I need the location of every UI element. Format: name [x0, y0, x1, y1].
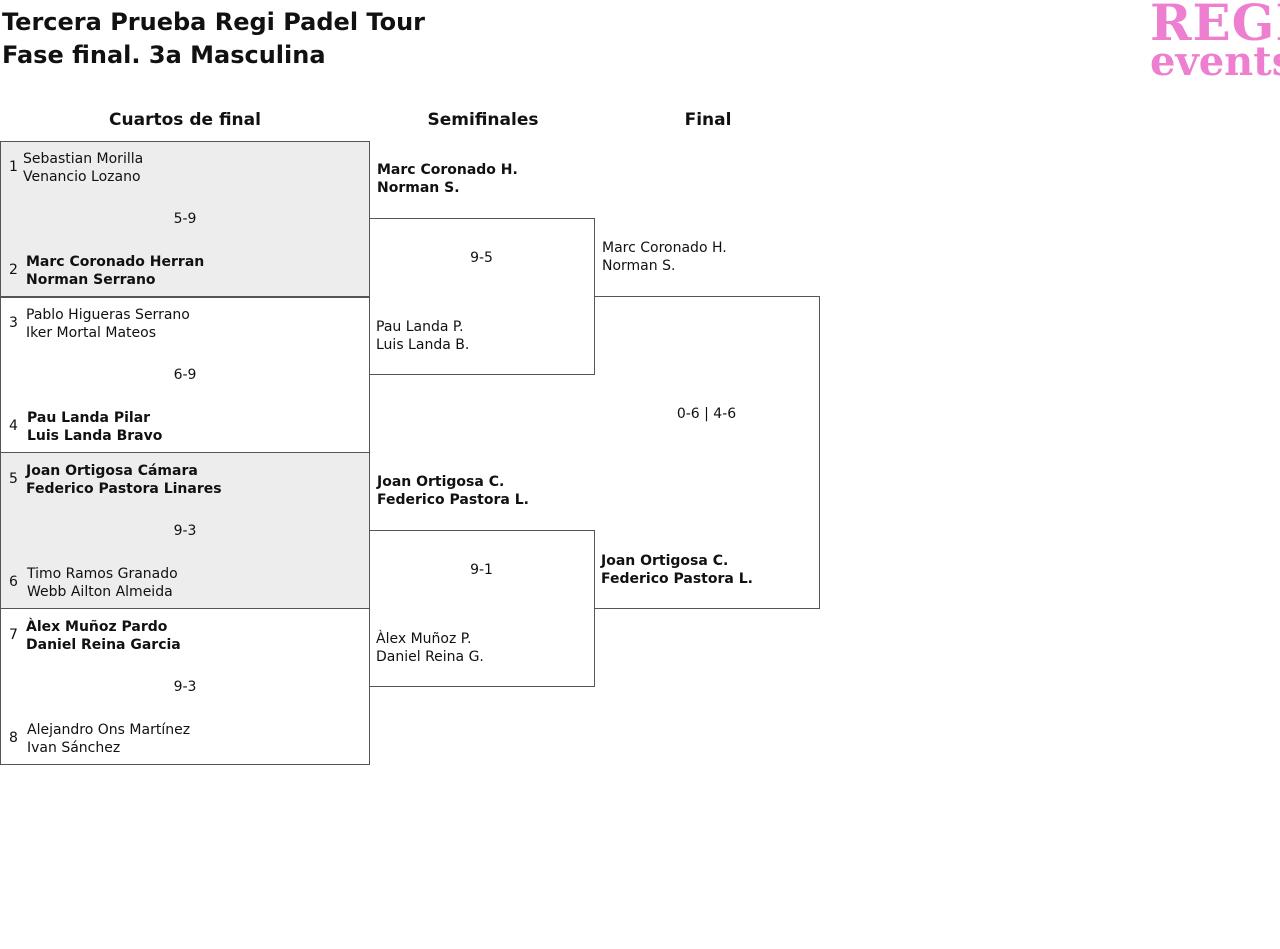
- final-team-entry-winner: Joan Ortigosa C. Federico Pastora L.: [601, 552, 753, 588]
- semifinal-team-entry: Àlex Muñoz P. Daniel Reina G.: [376, 630, 484, 666]
- team-entry-winner: Pau Landa Pilar Luis Landa Bravo: [27, 409, 162, 445]
- match-score: 9-5: [470, 250, 493, 266]
- quarterfinal-match-1: 1 Sebastian Morilla Venancio Lozano 5-9 …: [0, 141, 370, 298]
- column-heading-quarterfinals: Cuartos de final: [109, 110, 261, 130]
- player-name: Norman Serrano: [26, 272, 156, 288]
- player-name: Ivan Sánchez: [27, 740, 121, 756]
- team-entry-winner: Joan Ortigosa Cámara Federico Pastora Li…: [26, 462, 222, 498]
- regi-events-logo: REGI events: [1150, 0, 1280, 85]
- player-name: Venancio Lozano: [23, 169, 141, 185]
- seed-number: 4: [9, 418, 18, 434]
- team-entry: Timo Ramos Granado Webb Ailton Almeida: [27, 565, 178, 601]
- player-name: Marc Coronado Herran: [26, 254, 205, 270]
- player-name: Norman S.: [602, 258, 676, 274]
- player-name: Joan Ortigosa C.: [601, 553, 729, 569]
- player-name: Marc Coronado H.: [602, 240, 727, 256]
- player-name: Sebastian Morilla: [23, 151, 144, 167]
- final-team-entry: Marc Coronado H. Norman S.: [602, 239, 727, 275]
- player-name: Federico Pastora Linares: [26, 481, 222, 497]
- quarterfinal-match-2: 3 Pablo Higueras Serrano Iker Mortal Mat…: [0, 296, 370, 453]
- match-score: 9-1: [470, 562, 493, 578]
- seed-number: 8: [9, 730, 18, 746]
- player-name: Pau Landa Pilar: [27, 410, 151, 426]
- team-entry: Sebastian Morilla Venancio Lozano: [23, 150, 143, 186]
- match-score: 5-9: [173, 211, 197, 227]
- player-name: Federico Pastora L.: [601, 571, 753, 587]
- player-name: Daniel Reina Garcia: [26, 637, 181, 653]
- logo-text-events: events: [1150, 38, 1280, 85]
- seed-number: 1: [9, 159, 18, 175]
- player-name: Pau Landa P.: [376, 319, 464, 335]
- final-match: 0-6 | 4-6 Joan Ortigosa C. Federico Past…: [594, 296, 820, 609]
- seed-number: 3: [9, 315, 18, 331]
- semifinal-match-1: 9-5 Pau Landa P. Luis Landa B.: [369, 218, 595, 375]
- seed-number: 5: [9, 471, 18, 487]
- seed-number: 7: [9, 627, 18, 643]
- player-name: Joan Ortigosa Cámara: [26, 463, 198, 479]
- player-name: Federico Pastora L.: [377, 492, 529, 508]
- player-name: Àlex Muñoz Pardo: [26, 619, 168, 635]
- quarterfinal-match-3: 5 Joan Ortigosa Cámara Federico Pastora …: [0, 452, 370, 609]
- player-name: Luis Landa Bravo: [27, 428, 163, 444]
- semifinal-match-2: 9-1 Àlex Muñoz P. Daniel Reina G.: [369, 530, 595, 687]
- team-entry: Alejandro Ons Martínez Ivan Sánchez: [27, 721, 190, 757]
- match-score: 9-3: [173, 679, 197, 695]
- semifinal-team-entry-winner: Marc Coronado H. Norman S.: [377, 161, 518, 197]
- team-entry-winner: Marc Coronado Herran Norman Serrano: [26, 253, 204, 289]
- player-name: Norman S.: [377, 180, 460, 196]
- player-name: Webb Ailton Almeida: [27, 584, 173, 600]
- page-title: Tercera Prueba Regi Padel Tour: [2, 8, 425, 36]
- column-heading-semifinals: Semifinales: [427, 110, 539, 130]
- semifinal-team-entry: Pau Landa P. Luis Landa B.: [376, 318, 469, 354]
- team-entry: Pablo Higueras Serrano Iker Mortal Mateo…: [26, 306, 190, 342]
- seed-number: 2: [9, 262, 18, 278]
- logo-text-regi: REGI: [1150, 0, 1280, 52]
- quarterfinal-match-4: 7 Àlex Muñoz Pardo Daniel Reina Garcia 9…: [0, 608, 370, 765]
- match-score: 9-3: [173, 523, 197, 539]
- player-name: Alejandro Ons Martínez: [27, 722, 191, 738]
- player-name: Daniel Reina G.: [376, 649, 484, 665]
- page-subtitle: Fase final. 3a Masculina: [2, 41, 326, 69]
- team-entry-winner: Àlex Muñoz Pardo Daniel Reina Garcia: [26, 618, 181, 654]
- seed-number: 6: [9, 574, 18, 590]
- player-name: Luis Landa B.: [376, 337, 470, 353]
- semifinal-team-entry-winner: Joan Ortigosa C. Federico Pastora L.: [377, 473, 529, 509]
- player-name: Marc Coronado H.: [377, 162, 518, 178]
- player-name: Àlex Muñoz P.: [376, 631, 472, 647]
- match-score: 0-6 | 4-6: [676, 406, 737, 422]
- player-name: Timo Ramos Granado: [27, 566, 178, 582]
- player-name: Iker Mortal Mateos: [26, 325, 156, 341]
- match-score: 6-9: [173, 367, 197, 383]
- player-name: Joan Ortigosa C.: [377, 474, 505, 490]
- player-name: Pablo Higueras Serrano: [26, 307, 190, 323]
- column-heading-final: Final: [684, 110, 732, 130]
